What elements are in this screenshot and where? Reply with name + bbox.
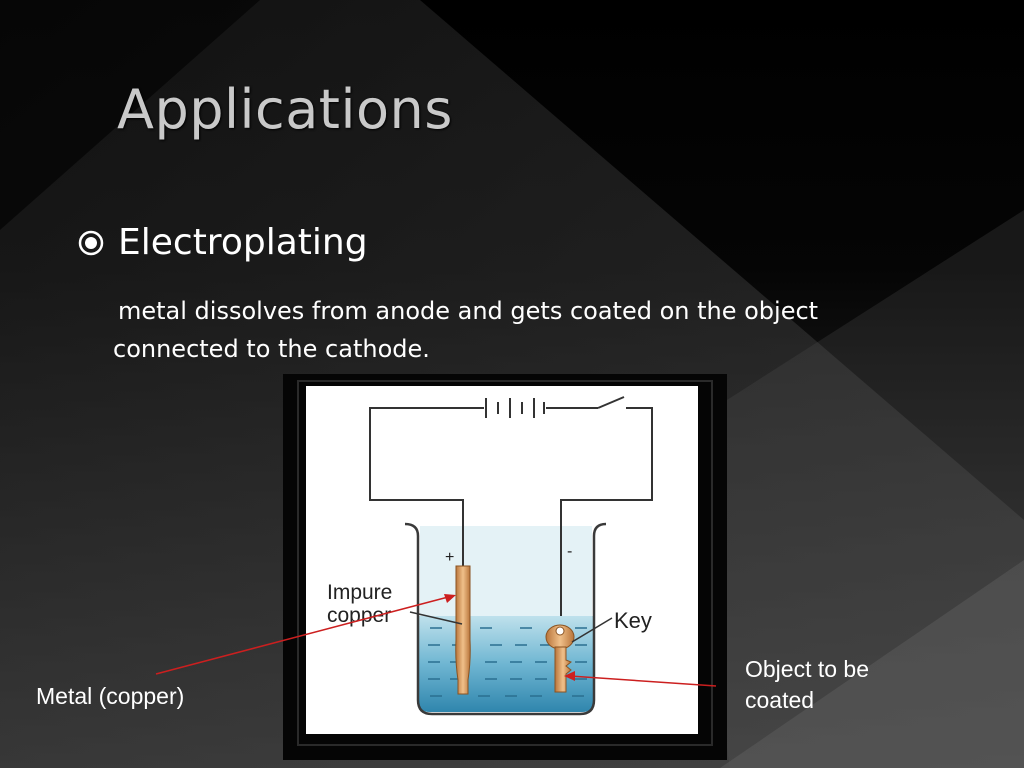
body-line-2: connected to the cathode.: [113, 335, 430, 363]
body-paragraph: metal dissolves from anode and gets coat…: [113, 292, 943, 368]
cathode-label: Key: [614, 608, 652, 633]
circuit-wire-right: [560, 407, 653, 622]
switch-icon: [597, 396, 625, 409]
anode-label-line-1: Impure: [327, 581, 392, 604]
anode-copper-rod: [455, 565, 471, 695]
battery-icon: [485, 398, 545, 418]
anode-label-line-2: copper: [327, 604, 391, 627]
slide-title: Applications: [117, 78, 453, 141]
key-icon: [545, 624, 575, 693]
beaker: [404, 522, 607, 716]
body-line-1: metal dissolves from anode and gets coat…: [118, 297, 819, 325]
positive-terminal-label: +: [445, 549, 454, 566]
callout-arrow-right: [564, 671, 717, 687]
callout-metal-copper: Metal (copper): [36, 683, 185, 709]
negative-terminal-label: -: [567, 543, 572, 560]
callout-right-line-2: coated: [745, 687, 815, 713]
bullet-text: Electroplating: [118, 222, 368, 263]
circuit-wire-left: [369, 407, 484, 566]
callout-object-coated: Object to be coated: [745, 654, 945, 716]
bullet-item: Electroplating: [76, 222, 368, 263]
radio-bullet-icon: [78, 230, 104, 255]
callout-arrow-left: [155, 594, 456, 675]
callout-right-line-1: Object to be: [745, 656, 870, 682]
